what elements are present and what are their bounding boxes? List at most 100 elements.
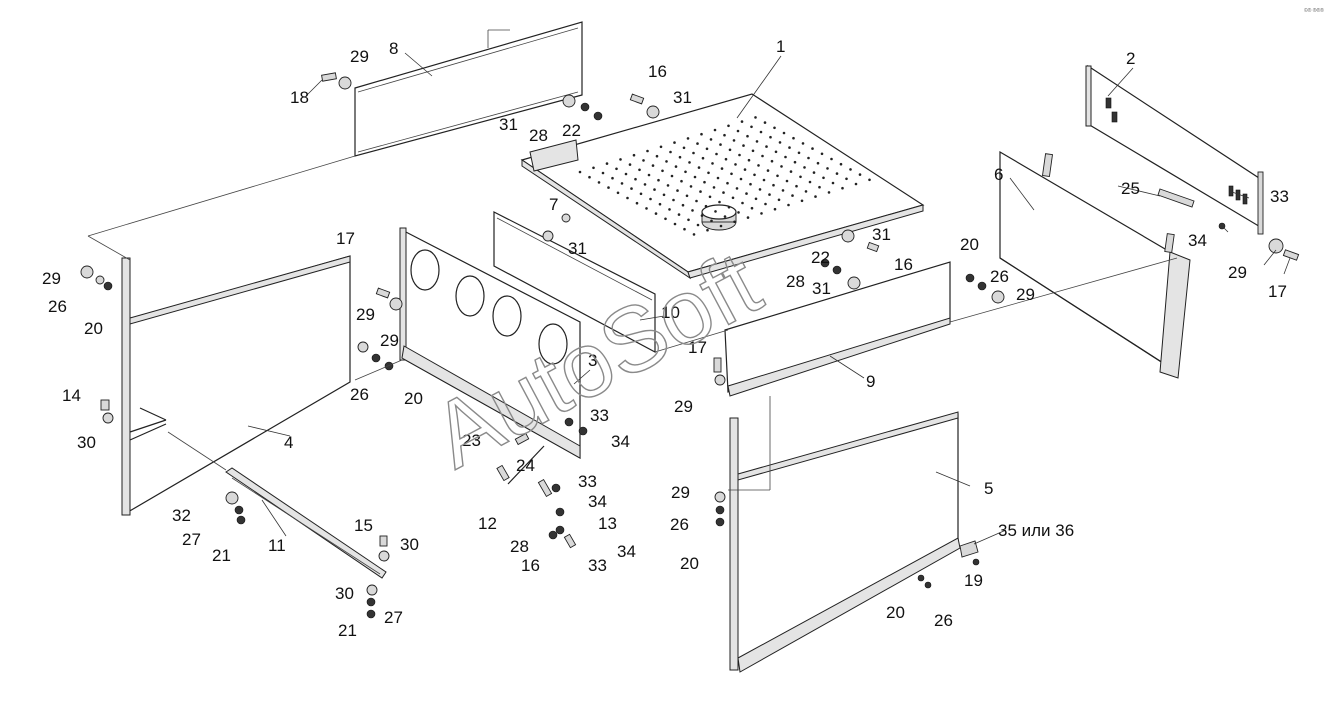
- perforation-hole: [750, 125, 753, 129]
- perforation-hole: [738, 153, 741, 157]
- callout-19: 19: [964, 571, 983, 590]
- perforation-hole: [735, 187, 739, 190]
- perforation-hole: [619, 158, 622, 161]
- perforation-hole: [692, 151, 695, 155]
- part-11-rail: [225, 467, 387, 579]
- perforation-hole: [647, 173, 651, 177]
- perforation-hole: [799, 175, 802, 179]
- part-6-panel: [999, 150, 1191, 379]
- perforation-hole: [726, 181, 729, 185]
- perforation-hole: [728, 148, 732, 152]
- perforation-hole: [709, 138, 713, 141]
- perforation-hole: [814, 195, 817, 198]
- perforation-hole: [751, 149, 755, 153]
- perforation-hole: [770, 159, 774, 163]
- perforation-hole: [845, 177, 848, 181]
- part-1-top-plate: [520, 93, 925, 280]
- perforation-grid: [578, 116, 871, 236]
- perforation-hole: [791, 194, 794, 197]
- perforation-hole: [681, 203, 685, 207]
- perforation-hole: [789, 170, 793, 173]
- perforation-hole: [692, 233, 696, 236]
- callout-17c: 17: [1268, 282, 1287, 301]
- perforation-hole: [808, 180, 812, 184]
- perforation-hole: [605, 162, 609, 165]
- perforation-hole: [858, 173, 862, 176]
- perforation-hole: [777, 198, 781, 202]
- perforation-hole: [700, 214, 704, 217]
- perforation-hole: [673, 222, 677, 226]
- callout-22b: 22: [811, 248, 830, 267]
- callout-28c: 28: [510, 537, 529, 556]
- callout-21b: 21: [338, 621, 357, 640]
- perforation-hole: [762, 178, 766, 182]
- callout-4: 4: [284, 433, 293, 452]
- perforation-hole: [754, 116, 757, 119]
- perforation-hole: [773, 207, 777, 211]
- perforation-hole: [673, 141, 676, 144]
- perforation-hole: [727, 205, 731, 209]
- callout-25: 25: [1121, 179, 1140, 198]
- perforation-hole: [746, 134, 749, 138]
- fasteners: [80, 72, 1300, 619]
- perforation-hole: [776, 174, 779, 178]
- perforation-hole: [674, 165, 678, 168]
- perforation-hole: [736, 129, 740, 133]
- perforation-hole: [691, 209, 694, 212]
- perforation-hole: [830, 157, 833, 161]
- perforation-hole: [768, 193, 771, 196]
- callout-13: 13: [598, 514, 617, 533]
- perforation-hole: [713, 128, 717, 132]
- perforation-hole: [766, 169, 770, 172]
- callout-34c: 34: [617, 542, 636, 561]
- perforation-hole: [592, 166, 595, 170]
- callout-3: 3: [588, 351, 597, 370]
- perforation-hole: [753, 173, 756, 177]
- perforation-hole: [739, 177, 743, 181]
- perforation-hole: [755, 140, 759, 143]
- perforation-hole: [664, 217, 667, 221]
- leader-lines: [247, 52, 1291, 545]
- callout-34a: 34: [611, 432, 630, 451]
- perforation-hole: [816, 161, 820, 165]
- perforation-hole: [781, 189, 785, 192]
- perforation-hole: [827, 191, 831, 194]
- perforation-hole: [720, 167, 724, 170]
- perforation-hole: [750, 206, 754, 210]
- callout-16a: 16: [648, 62, 667, 81]
- perforation-hole: [727, 124, 730, 128]
- callout-33c: 33: [588, 556, 607, 575]
- perforation-hole: [719, 143, 722, 146]
- perforation-hole: [678, 155, 682, 159]
- perforation-hole: [649, 197, 652, 201]
- perforation-hole: [804, 190, 808, 193]
- callout-29g: 29: [674, 397, 693, 416]
- perforation-hole: [645, 207, 648, 210]
- callout-29e: 29: [1016, 285, 1035, 304]
- perforation-hole: [704, 204, 708, 208]
- callout-28b: 28: [786, 272, 805, 291]
- callout-1: 1: [776, 37, 785, 56]
- callout-20d: 20: [680, 554, 699, 573]
- perforation-hole: [763, 121, 767, 124]
- callout-11: 11: [268, 536, 286, 555]
- perforation-hole: [689, 185, 693, 188]
- perforation-hole: [710, 219, 713, 223]
- callout-27a: 27: [182, 530, 201, 549]
- perforation-hole: [668, 208, 671, 211]
- perforation-hole: [597, 181, 601, 184]
- perforation-hole: [706, 228, 709, 232]
- callout-18: 18: [290, 88, 309, 107]
- callout-35: 35 или 36: [998, 521, 1074, 540]
- perforation-hole: [638, 168, 641, 172]
- perforation-hole: [712, 186, 716, 189]
- perforation-hole: [731, 196, 735, 200]
- perforation-hole: [797, 151, 801, 155]
- callout-6: 6: [994, 165, 1003, 184]
- perforation-hole: [741, 201, 744, 205]
- assembly-guide-lines: [87, 155, 1178, 491]
- callout-17b: 17: [688, 338, 707, 357]
- perforation-hole: [719, 224, 723, 228]
- perforation-hole: [688, 161, 691, 164]
- perforation-hole: [701, 156, 705, 160]
